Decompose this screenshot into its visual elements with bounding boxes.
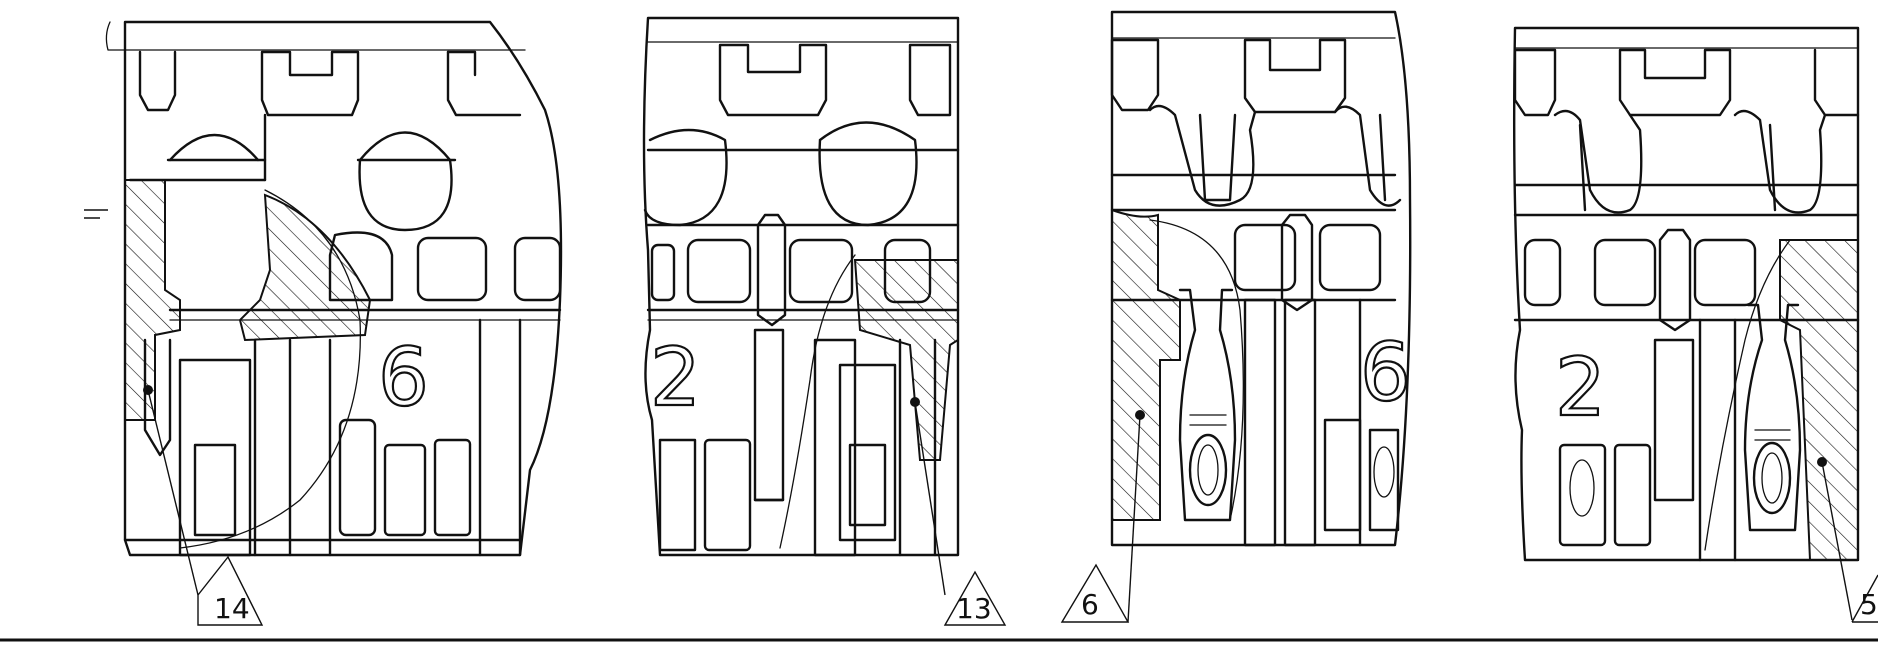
callout-14-label: 14 xyxy=(214,592,250,625)
view1-marking-digit: 6 xyxy=(378,331,429,424)
view3-marking-digit: 6 xyxy=(1360,326,1411,419)
callout-6: 6 xyxy=(1060,410,1145,623)
callout-13-label: 13 xyxy=(956,592,992,625)
view2-marking-digit: 2 xyxy=(650,331,701,424)
callout-13: 13 xyxy=(910,397,1007,626)
section-view-2: 2 xyxy=(642,16,960,557)
edge-tick-mark xyxy=(84,209,108,219)
section-view-1: 6 xyxy=(105,20,563,557)
section-view-4: 2 xyxy=(1512,26,1860,562)
view4-marking-digit: 2 xyxy=(1555,341,1606,434)
callout-5: 5 xyxy=(1817,457,1878,623)
section-view-3: 6 xyxy=(1110,10,1412,547)
callout-5-label: 5 xyxy=(1860,588,1878,621)
callout-14: 14 xyxy=(143,385,264,626)
callout-6-label: 6 xyxy=(1081,588,1099,621)
